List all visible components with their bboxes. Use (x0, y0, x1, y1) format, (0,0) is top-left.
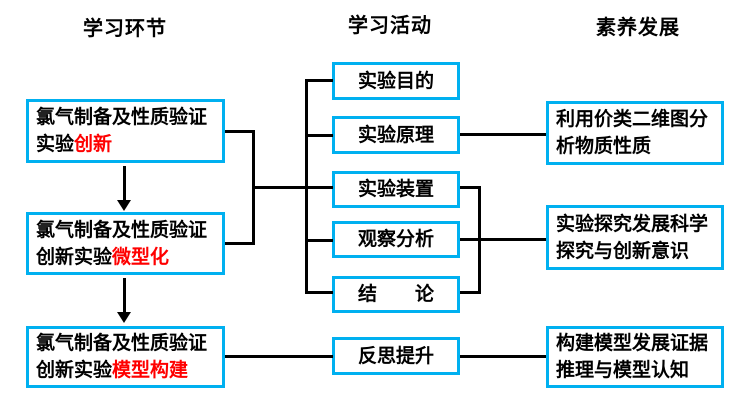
connector-line (460, 186, 481, 189)
stage-box-line2: 创新实验微型化 (36, 246, 170, 268)
connector-trunk-line (252, 186, 333, 189)
competency-line1: 构建模型发展证据 (556, 333, 709, 354)
activity-label: 实验目的 (357, 70, 434, 92)
column-header-learning-activities: 学习活动 (348, 15, 432, 37)
connector-line (225, 355, 333, 358)
connector-line (305, 239, 333, 242)
connector-line (305, 291, 333, 294)
activity-label: 观察分析 (357, 229, 434, 250)
connector-line (225, 242, 253, 245)
competency-box-scientific-inquiry: 实验探究发展科学 探究与创新意识 (546, 205, 724, 270)
column-header-learning-stages: 学习环节 (83, 18, 167, 40)
stage-box-line2: 创新实验模型构建 (36, 360, 189, 381)
highlight-text: 微型化 (112, 246, 170, 268)
activity-label: 实验装置 (357, 179, 434, 200)
connector-line (460, 133, 546, 136)
activity-box-experiment-purpose: 实验目的 (332, 62, 460, 100)
competency-box-valence-diagram: 利用价类二维图分 析物质性质 (546, 101, 724, 165)
competency-line2: 析物质性质 (556, 136, 652, 157)
down-arrow-shaft (123, 278, 126, 314)
connector-line (460, 355, 546, 358)
activity-box-experiment-apparatus: 实验装置 (332, 171, 460, 208)
connector-line (460, 238, 546, 241)
stage-box-line1: 氯气制备及性质验证 (36, 219, 208, 241)
activity-label: 结 论 (357, 284, 434, 305)
stage-box-line1: 氯气制备及性质验证 (36, 333, 208, 354)
competency-line1: 利用价类二维图分 (556, 109, 709, 130)
connector-line (460, 291, 481, 294)
competency-box-evidence-reasoning: 构建模型发展证据 推理与模型认知 (546, 326, 724, 388)
down-arrow-icon (117, 200, 131, 211)
stage-box-miniaturization: 氯气制备及性质验证 创新实验微型化 (26, 212, 225, 275)
activity-box-experiment-principle: 实验原理 (332, 116, 460, 154)
down-arrow-shaft (123, 166, 126, 202)
highlight-text: 创新 (74, 134, 113, 155)
competency-line2: 探究与创新意识 (556, 240, 690, 262)
activity-box-conclusion: 结 论 (332, 276, 460, 313)
activity-box-reflection-improvement: 反思提升 (332, 337, 460, 375)
stage-box-line2: 实验创新 (36, 134, 113, 155)
activity-label: 实验原理 (357, 124, 434, 146)
competency-line2: 推理与模型认知 (556, 360, 690, 381)
activity-label: 反思提升 (357, 345, 434, 367)
down-arrow-icon (117, 312, 131, 323)
column-header-competency-development: 素养发展 (596, 17, 680, 39)
activity-box-observation-analysis: 观察分析 (332, 221, 460, 258)
stage-box-line1: 氯气制备及性质验证 (36, 107, 208, 128)
connector-line (305, 79, 333, 82)
connector-line (305, 134, 333, 137)
competency-line1: 实验探究发展科学 (556, 213, 709, 235)
highlight-text: 模型构建 (112, 360, 189, 381)
connector-bus-line (305, 79, 308, 294)
stage-box-model-building: 氯气制备及性质验证 创新实验模型构建 (26, 326, 225, 388)
stage-box-experiment-innovation: 氯气制备及性质验证 实验创新 (26, 99, 225, 163)
connector-line (225, 130, 253, 133)
